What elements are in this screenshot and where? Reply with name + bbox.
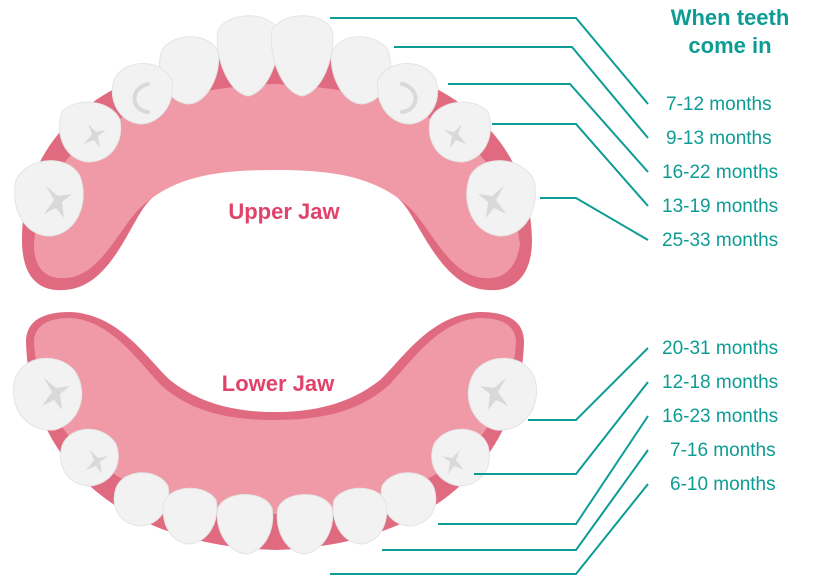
upper-time-2: 9-13 months [666,129,772,148]
upper-second-molar-left [15,161,84,236]
leader-upper-5 [540,198,648,240]
lower-time-3: 16-23 months [662,407,778,426]
upper-time-4: 13-19 months [662,197,778,216]
lower-time-5: 6-10 months [670,475,776,494]
upper-time-1: 7-12 months [666,95,772,114]
lower-second-molar-right [468,358,536,430]
lower-jaw-label: Lower Jaw [222,371,335,396]
lower-jaw: Lower Jaw [13,312,536,554]
chart-title: When teeth come in [655,4,805,60]
upper-first-molar-right [429,102,490,162]
lower-second-molar-left [13,358,81,430]
upper-time-3: 16-22 months [662,163,778,182]
upper-jaw-label: Upper Jaw [228,199,340,224]
upper-time-5: 25-33 months [662,231,778,250]
lower-time-1: 20-31 months [662,339,778,358]
upper-second-molar-right [467,161,536,236]
upper-first-molar-left [60,102,121,162]
upper-jaw: Upper Jaw [15,16,536,290]
leader-lower-1 [528,348,648,420]
lower-first-molar-left [61,429,119,486]
lower-first-molar-right [432,429,490,486]
title-line-1: When teeth [655,4,805,32]
lower-time-2: 12-18 months [662,373,778,392]
lower-time-4: 7-16 months [670,441,776,460]
title-line-2: come in [655,32,805,60]
